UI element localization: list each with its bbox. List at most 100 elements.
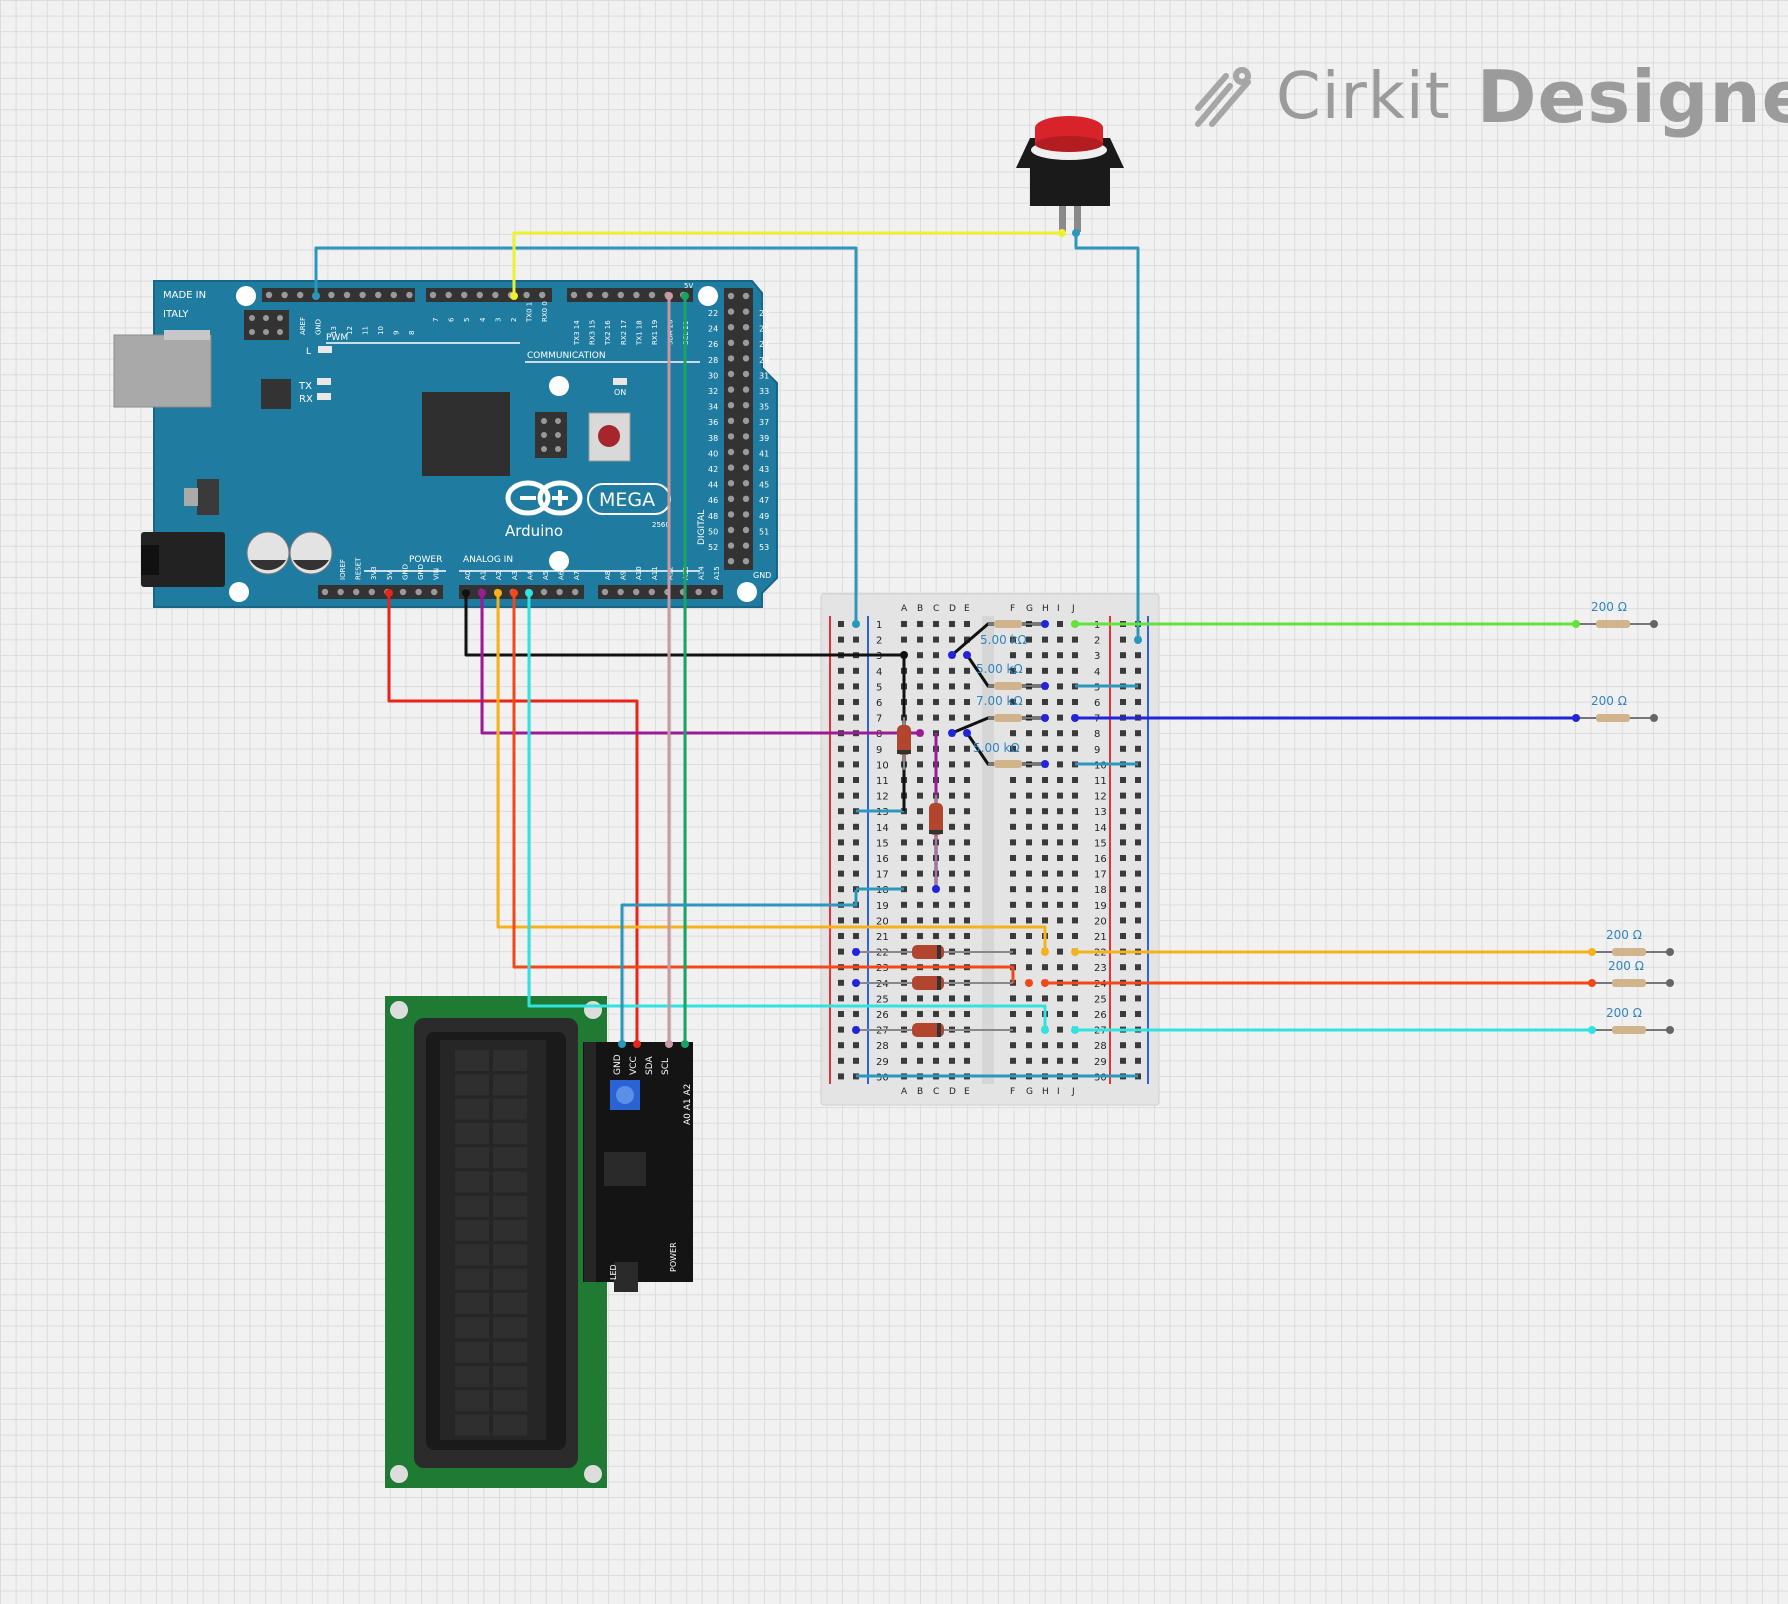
breadboard-hole[interactable] xyxy=(1042,745,1048,752)
header-pin[interactable] xyxy=(727,386,735,393)
rail-hole[interactable] xyxy=(1135,652,1141,659)
header-pin[interactable] xyxy=(727,324,735,331)
rail-hole[interactable] xyxy=(853,933,859,939)
led-resistor-1[interactable]: 200 Ω xyxy=(1572,600,1658,628)
header-pin[interactable] xyxy=(742,448,750,456)
breadboard-hole[interactable] xyxy=(964,777,970,783)
breadboard-hole[interactable] xyxy=(1057,1011,1063,1017)
breadboard-hole[interactable] xyxy=(1010,917,1016,924)
rail-hole[interactable] xyxy=(1120,745,1126,752)
breadboard-hole[interactable] xyxy=(917,636,923,643)
header-pin[interactable] xyxy=(492,291,499,299)
rail-hole[interactable] xyxy=(853,714,859,721)
breadboard-hole[interactable] xyxy=(1026,777,1032,783)
breadboard-hole[interactable] xyxy=(1010,1011,1016,1017)
breadboard-hole[interactable] xyxy=(1042,1057,1048,1064)
breadboard-hole[interactable] xyxy=(1042,699,1048,705)
header-pin[interactable] xyxy=(540,588,548,596)
breadboard-hole[interactable] xyxy=(1057,699,1063,705)
breadboard-hole[interactable] xyxy=(964,761,970,768)
breadboard-hole[interactable] xyxy=(917,870,923,877)
rail-hole[interactable] xyxy=(853,699,859,705)
breadboard-hole[interactable] xyxy=(1072,699,1078,705)
breadboard-hole[interactable] xyxy=(1010,636,1016,643)
header-pin[interactable] xyxy=(742,464,750,471)
breadboard-hole[interactable] xyxy=(1010,730,1016,737)
header-pin[interactable] xyxy=(727,464,735,471)
wire-orange-a2-breadboard[interactable] xyxy=(496,593,1047,952)
header-pin[interactable] xyxy=(742,417,750,424)
breadboard-hole[interactable] xyxy=(949,1011,955,1017)
breadboard-hole[interactable] xyxy=(1072,667,1078,674)
header-pin[interactable] xyxy=(633,588,640,596)
breadboard-hole[interactable] xyxy=(964,933,970,939)
breadboard-hole[interactable] xyxy=(901,870,907,877)
breadboard-hole[interactable] xyxy=(901,933,907,939)
resistor-r1[interactable]: 5.00 kΩ xyxy=(980,620,1045,647)
resistor-r2[interactable]: 5.00 kΩ xyxy=(976,662,1045,690)
rail-hole[interactable] xyxy=(838,995,844,1002)
header-pin[interactable] xyxy=(742,324,750,331)
rail-hole[interactable] xyxy=(1135,855,1141,861)
rail-hole[interactable] xyxy=(1135,777,1141,783)
led-resistor-2[interactable]: 200 Ω xyxy=(1572,694,1658,722)
header-pin[interactable] xyxy=(328,291,335,299)
rail-hole[interactable] xyxy=(853,667,859,674)
header-pin[interactable] xyxy=(742,526,750,534)
breadboard-hole[interactable] xyxy=(1010,995,1016,1002)
breadboard-hole[interactable] xyxy=(1057,636,1063,643)
breadboard-hole[interactable] xyxy=(964,886,970,893)
header-pin[interactable] xyxy=(742,386,750,393)
header-pin[interactable] xyxy=(695,588,702,596)
resistor-r3[interactable]: 7.00 kΩ xyxy=(976,694,1045,722)
rail-hole[interactable] xyxy=(838,917,844,924)
rail-hole[interactable] xyxy=(1120,1057,1126,1064)
header-pin[interactable] xyxy=(399,588,407,596)
breadboard-hole[interactable] xyxy=(1072,917,1078,924)
breadboard-hole[interactable] xyxy=(1057,730,1063,737)
rail-hole[interactable] xyxy=(1120,870,1126,877)
breadboard-hole[interactable] xyxy=(949,917,955,924)
rail-hole[interactable] xyxy=(838,667,844,674)
header-pin[interactable] xyxy=(353,588,360,596)
breadboard-hole[interactable] xyxy=(917,886,923,893)
breadboard-hole[interactable] xyxy=(949,901,955,908)
breadboard-hole[interactable] xyxy=(917,714,923,721)
breadboard-hole[interactable] xyxy=(1026,636,1032,643)
breadboard-hole[interactable] xyxy=(917,621,923,627)
rail-hole[interactable] xyxy=(1120,777,1126,783)
breadboard-hole[interactable] xyxy=(1042,995,1048,1002)
wire-redorange-a3-breadboard[interactable] xyxy=(512,593,1015,983)
breadboard-hole[interactable] xyxy=(1072,792,1078,799)
breadboard-hole[interactable] xyxy=(933,714,939,721)
header-pin[interactable] xyxy=(429,291,437,299)
breadboard-hole[interactable] xyxy=(1057,745,1063,752)
led-resistor-5[interactable]: 200 Ω xyxy=(1588,1006,1674,1034)
rail-hole[interactable] xyxy=(1120,1042,1126,1049)
breadboard-hole[interactable] xyxy=(1026,964,1032,971)
breadboard-hole[interactable] xyxy=(1072,1042,1078,1049)
header-pin[interactable] xyxy=(337,588,344,596)
breadboard-hole[interactable] xyxy=(1072,1011,1078,1017)
breadboard-hole[interactable] xyxy=(949,761,955,768)
rail-hole[interactable] xyxy=(1135,917,1141,924)
breadboard-hole[interactable] xyxy=(1010,870,1016,877)
breadboard-hole[interactable] xyxy=(1072,870,1078,877)
header-pin[interactable] xyxy=(742,495,750,502)
breadboard-hole[interactable] xyxy=(917,839,923,846)
rail-hole[interactable] xyxy=(838,1011,844,1017)
rail-hole[interactable] xyxy=(838,745,844,752)
breadboard-hole[interactable] xyxy=(1010,839,1016,846)
breadboard-hole[interactable] xyxy=(933,901,939,908)
breadboard-hole[interactable] xyxy=(1026,1042,1032,1049)
breadboard-hole[interactable] xyxy=(1026,1057,1032,1064)
breadboard-hole[interactable] xyxy=(1042,901,1048,908)
breadboard-hole[interactable] xyxy=(1057,870,1063,877)
rail-hole[interactable] xyxy=(853,1057,859,1064)
breadboard-hole[interactable] xyxy=(964,808,970,815)
breadboard-hole[interactable] xyxy=(964,917,970,924)
breadboard-hole[interactable] xyxy=(1057,1026,1063,1033)
rail-hole[interactable] xyxy=(853,995,859,1002)
rail-hole[interactable] xyxy=(838,839,844,846)
breadboard-hole[interactable] xyxy=(1072,839,1078,846)
